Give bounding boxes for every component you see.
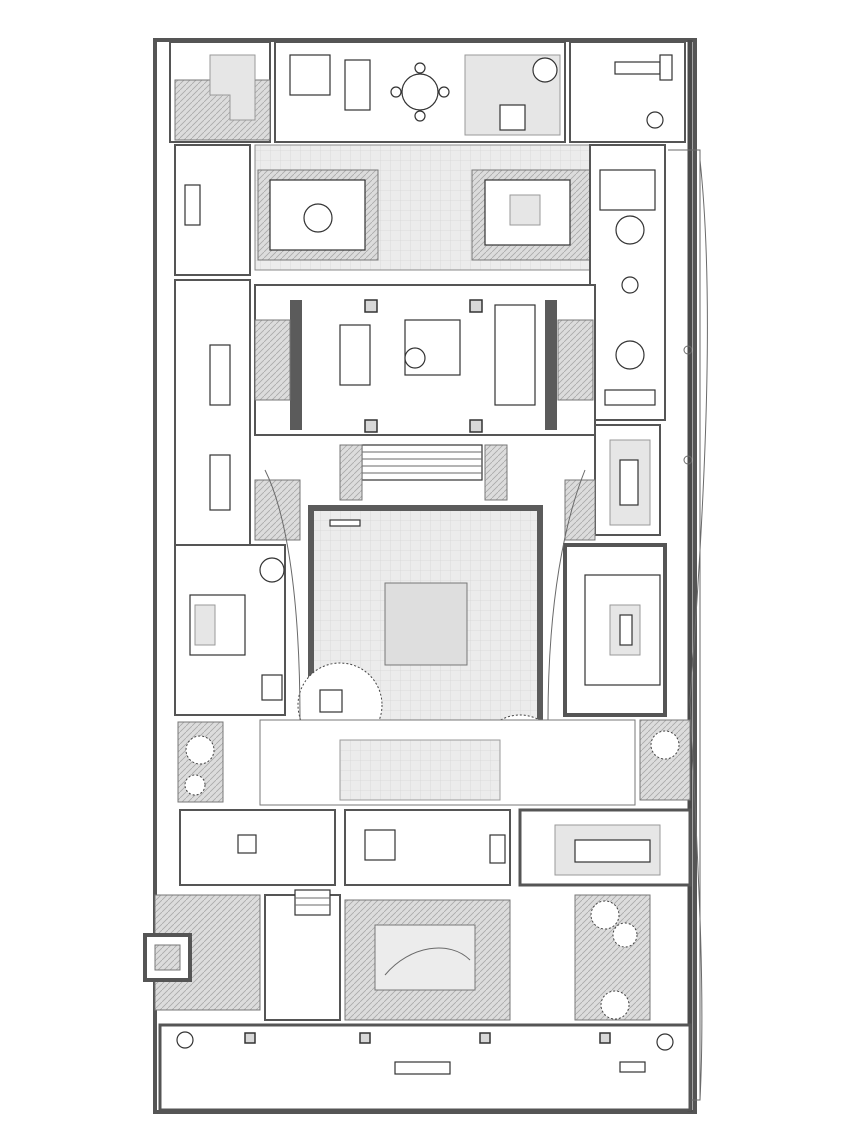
outer-wall	[153, 38, 697, 1114]
main-hall	[254, 284, 596, 436]
north-courtyard	[254, 144, 598, 271]
east-lounge	[589, 144, 666, 421]
south-courtyard	[344, 899, 511, 1021]
east-bar	[594, 424, 661, 536]
southeast-garden	[574, 894, 651, 1021]
north-meeting	[274, 41, 566, 143]
courtyard-corridors	[254, 469, 596, 721]
entry-stair	[169, 41, 271, 143]
west-garden	[177, 721, 224, 803]
south-conference	[518, 808, 692, 887]
west-office	[174, 279, 251, 546]
south-study	[344, 809, 511, 886]
west-lounge	[174, 144, 251, 276]
east-tea-room	[563, 543, 667, 717]
southwest-lightwell	[143, 894, 261, 1011]
east-garden	[639, 719, 691, 801]
south-hallway	[264, 889, 341, 1021]
main-steps	[339, 444, 508, 501]
south-corridor	[259, 719, 636, 806]
central-courtyard	[297, 505, 561, 796]
west-bedroom	[174, 544, 286, 716]
south-gallery	[158, 1023, 692, 1112]
southwest-service	[179, 809, 336, 886]
northeast-office	[569, 41, 686, 143]
